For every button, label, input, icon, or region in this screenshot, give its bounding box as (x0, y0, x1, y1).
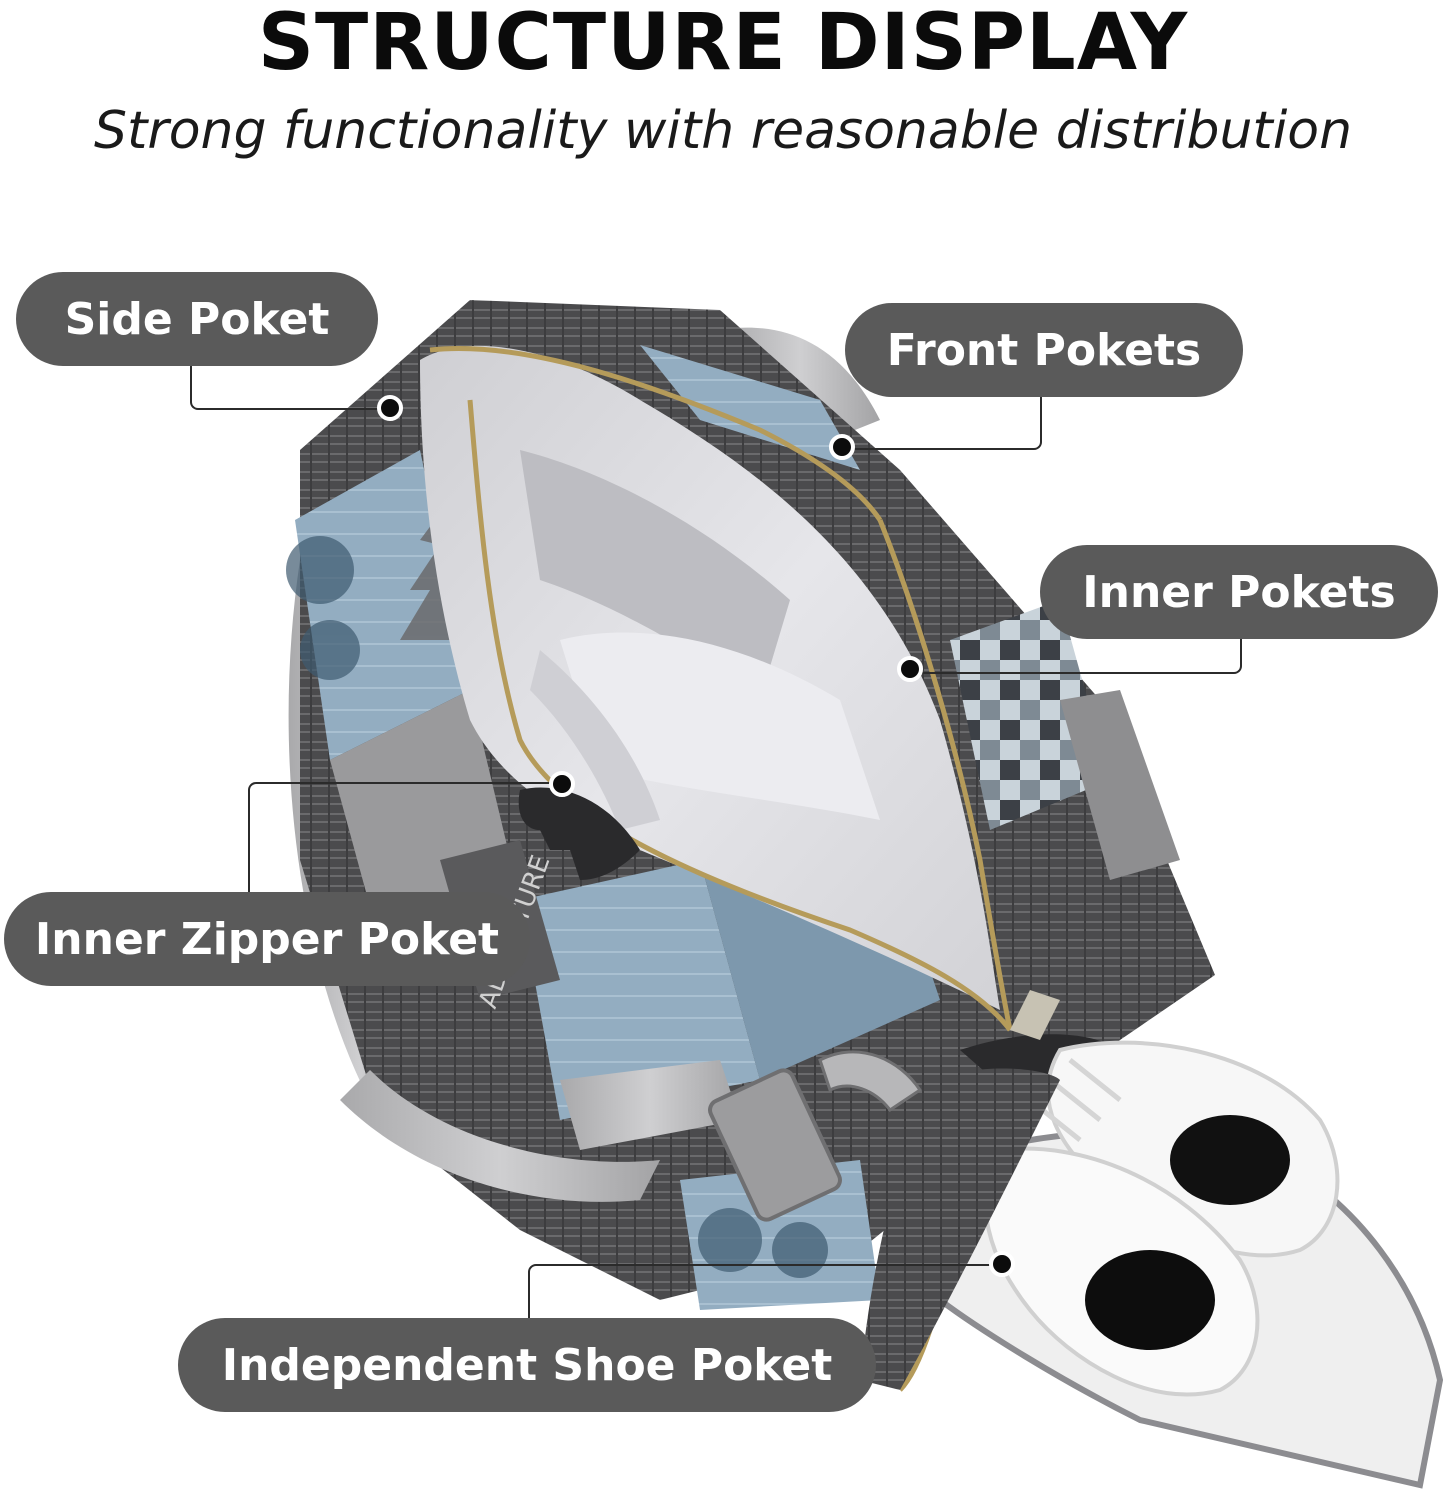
leader-line-inner-zipper (248, 782, 564, 894)
callout-dot-shoe (989, 1251, 1015, 1277)
leader-line-shoe (528, 1264, 1004, 1322)
callout-side-poket: Side Poket (16, 272, 378, 366)
page-subtitle: Strong functionality with reasonable dis… (93, 101, 1353, 161)
leader-line-inner (910, 638, 1242, 674)
callout-inner-pokets: Inner Pokets (1040, 545, 1438, 639)
leader-line-front (842, 396, 1042, 450)
callout-dot-inner (897, 656, 923, 682)
sneakers (983, 1040, 1340, 1397)
callout-dot-front (829, 434, 855, 460)
page-title: STRUCTURE DISPLAY (257, 0, 1189, 88)
callout-dot-inner-zipper (549, 771, 575, 797)
callout-front-pokets: Front Pokets (845, 303, 1243, 397)
callout-inner-zipper-poket: Inner Zipper Poket (4, 892, 530, 986)
leader-line-side (190, 364, 392, 410)
callout-dot-side (377, 395, 403, 421)
callout-independent-shoe-poket: Independent Shoe Poket (178, 1318, 876, 1412)
